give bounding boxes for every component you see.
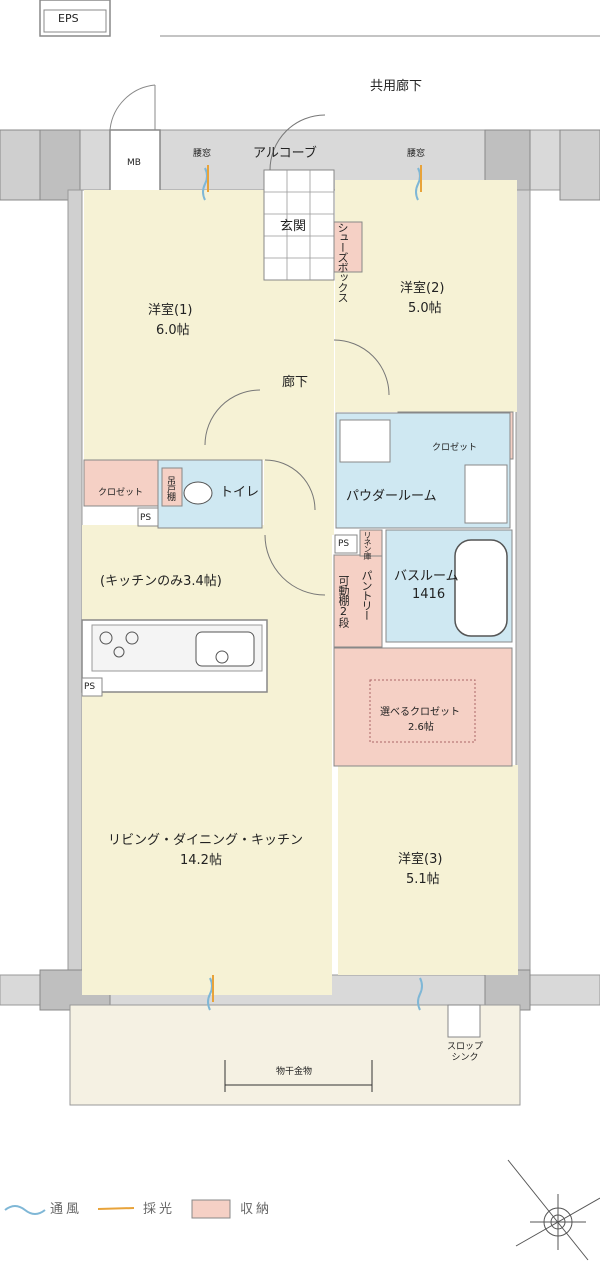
powder-room-label: パウダールーム [346,489,437,504]
room3-size: 5.1帖 [406,872,440,887]
ps-left-label: PS [140,513,152,523]
bathtub-icon [454,539,508,637]
shoe-box [333,221,363,273]
entrance-floor [263,169,335,281]
linen [359,529,383,557]
movable-shelf-label: 可動棚2段 [337,575,350,627]
room1-name: 洋室(1) [148,303,193,318]
legend-wind-mark [4,1205,46,1215]
entrance-tiles [264,170,334,280]
legend-light-mark [97,1207,135,1210]
laundry-pole-label: 物干金物 [276,1067,313,1077]
select-closet-label: 選べるクロゼット [380,707,460,718]
ps-mid-label: PS [338,539,350,549]
closet-left [83,459,159,507]
select-closet [333,647,513,767]
compass-icon [507,1159,600,1261]
legend-wind: 通風 [50,1202,83,1217]
hallway-floor [264,280,334,535]
mb-box [109,84,161,196]
pantry-label: パントリー [360,570,373,620]
light-arrow-icon [207,165,422,1002]
bathroom-label: バスルーム [394,569,459,584]
legend-light: 採光 [143,1202,176,1217]
alcove-label: アルコーブ [253,146,317,161]
ps-kitchen-label: PS [84,682,96,692]
closet-left-label: クロゼット [98,488,144,498]
balcony [69,1004,521,1106]
kitchen-only-label: (キッチンのみ3.4帖) [100,574,222,589]
window-left-label: 腰窓 [193,149,212,159]
stove-icon [99,631,139,658]
closet-right-label: クロゼット [432,443,478,453]
common-corridor-label: 共用廊下 [370,79,423,94]
legend-storage-mark [191,1199,231,1219]
mb-label: MB [127,158,141,168]
legend-storage: 収納 [240,1202,273,1217]
hallway-label: 廊下 [282,375,309,390]
kitchen-counter [81,619,268,693]
bathroom-size: 1416 [412,587,446,602]
toilet-icon [183,481,213,505]
toilet-label: トイレ [220,485,260,500]
shoe-box-label: シューズボックス [336,222,349,302]
ldk-floor [82,525,332,995]
eps-label: EPS [58,12,79,25]
room3-name: 洋室(3) [398,852,443,867]
room2-name: 洋室(2) [400,281,445,296]
linen-label: リネン庫 [363,531,372,559]
room1-floor [84,190,264,460]
room2-size: 5.0帖 [408,301,442,316]
room2-floor [335,180,517,412]
room1-size: 6.0帖 [156,323,190,338]
sink-icon [195,631,255,667]
select-closet-size: 2.6帖 [408,722,434,733]
entrance-label: 玄関 [280,219,307,234]
hanging-shelf-label: 吊戸棚 [165,476,175,500]
room3-floor [338,765,518,975]
door-swings [204,114,390,596]
ldk-size: 14.2帖 [180,853,222,868]
window-right-label: 腰窓 [407,149,426,159]
ldk-label: リビング・ダイニング・キッチン [108,833,304,848]
eps-box [39,0,111,37]
slop-sink-label: スロップシンク [446,1042,483,1063]
wind-arrow-icon [202,167,423,1011]
pantry [333,554,383,648]
